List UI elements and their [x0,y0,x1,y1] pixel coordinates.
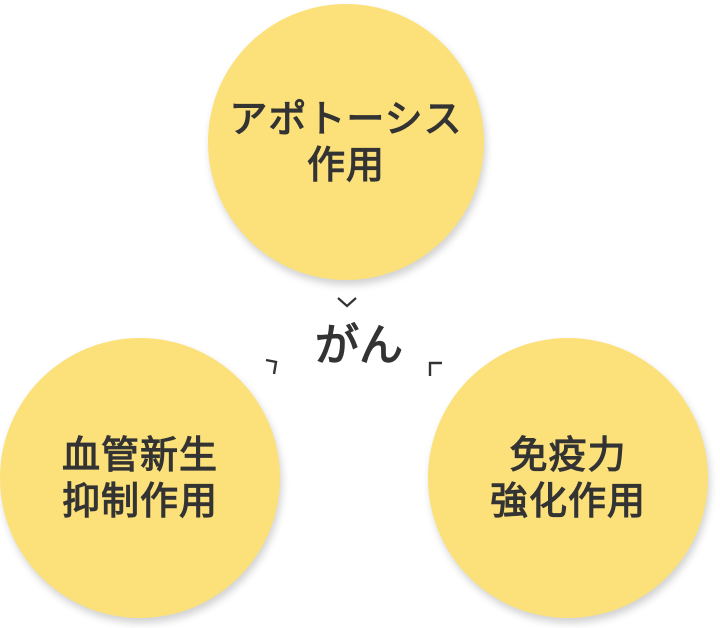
node-angiogenesis-line2: 抑制作用 [61,479,218,523]
node-immune-line2: 強化作用 [489,479,646,523]
node-apoptosis: アポトーシス 作用 [208,4,484,280]
corner-arrow-right-icon [428,361,442,376]
node-apoptosis-line2: 作用 [306,143,385,187]
node-immune-line1: 免疫力 [509,433,627,477]
node-angiogenesis-line1: 血管新生 [61,433,218,477]
node-angiogenesis-inhibition: 血管新生 抑制作用 [0,338,280,618]
node-apoptosis-line1: アポトーシス [229,97,463,141]
chevron-down-icon [337,297,357,308]
corner-arrow-left-icon [265,358,278,375]
center-label-cancer: がん [315,320,403,371]
node-immune-boost: 免疫力 強化作用 [428,338,708,618]
